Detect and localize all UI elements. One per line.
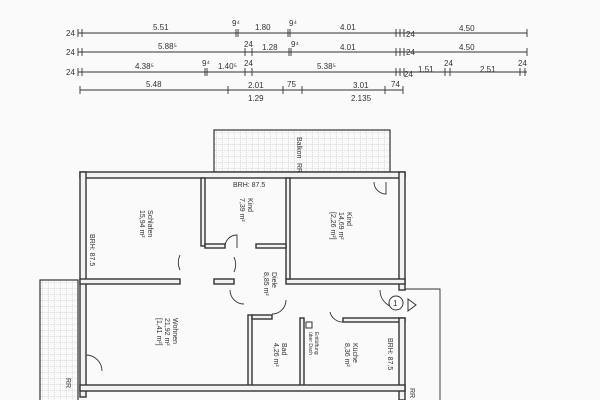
dim-label: 74 (391, 80, 400, 89)
svg-text:[2,26 m²]: [2,26 m²] (329, 212, 336, 240)
dim-label: 2.01 (248, 81, 264, 90)
dim-label: 4.01 (340, 43, 356, 52)
dim-label: 24 (66, 68, 75, 77)
dim-label: 2.135 (351, 94, 372, 103)
entrance-marker (388, 295, 404, 311)
entrance-number: 1 (393, 299, 398, 308)
svg-text:8,85 m²: 8,85 m² (262, 272, 269, 296)
dim-label: 4.50 (459, 43, 475, 52)
dim-label: 24 (444, 59, 453, 68)
dimension-lines (77, 29, 528, 94)
dim-label: 9⁴ (291, 40, 299, 49)
svg-text:Schlafen: Schlafen (146, 210, 153, 237)
dim-label: 24 (406, 48, 415, 57)
svg-text:RR: RR (295, 163, 302, 173)
svg-text:Diele: Diele (270, 272, 277, 288)
dim-label: 1.80 (255, 23, 271, 32)
dim-label: 24 (244, 40, 253, 49)
dim-label: 24 (406, 30, 415, 39)
svg-text:Bad: Bad (280, 343, 287, 356)
svg-text:Küche: Küche (351, 343, 358, 363)
svg-text:[1,41 m²]: [1,41 m²] (155, 318, 162, 346)
brh-right-label: BRH: 87.5 (386, 338, 393, 370)
dim-label: 24 (404, 70, 413, 79)
dim-label: 24 (244, 59, 253, 68)
dim-label: 24 (66, 29, 75, 38)
balcony-left (39, 279, 79, 400)
room-balkon: Balkon RR (295, 137, 302, 173)
dim-label: 5.38⁵ (317, 62, 336, 71)
vent-shaft-icon (305, 321, 313, 329)
dim-label: 4.01 (340, 23, 356, 32)
entrance-arrow-icon (407, 298, 417, 312)
dim-label: 24 (66, 48, 75, 57)
svg-text:14,69 m²: 14,69 m² (337, 212, 344, 240)
svg-text:7,39 m²: 7,39 m² (238, 198, 245, 222)
dim-label: 9⁴ (289, 19, 297, 28)
door-swings (85, 181, 387, 372)
dim-label: 5.48 (146, 80, 162, 89)
svg-text:4,26 m²: 4,26 m² (272, 343, 279, 367)
brh-left-label: BRH: 87.5 (88, 234, 95, 266)
svg-text:21,92 m²: 21,92 m² (163, 318, 170, 346)
room-schlafen: Schlafen 15,94 m² (138, 210, 153, 238)
dim-label: 1.28 (262, 43, 278, 52)
dim-label: 5.51 (153, 23, 169, 32)
svg-text:über Dach: über Dach (307, 332, 313, 355)
dim-label: 1.40⁵ (218, 62, 237, 71)
dim-label: 4.50 (459, 24, 475, 33)
rr-bottom-left-label: RR (64, 378, 71, 388)
room-kind-small: Kind 7,39 m² (238, 198, 253, 222)
svg-text:Balkon: Balkon (295, 137, 302, 159)
svg-text:8,36 m²: 8,36 m² (343, 343, 350, 367)
dim-label: 5.88⁵ (158, 42, 177, 51)
dim-label: 75 (287, 80, 296, 89)
walls (79, 171, 441, 400)
dim-label: 4.38⁵ (135, 62, 154, 71)
dim-label: 1.51 (418, 65, 434, 74)
room-diele: Diele 8,85 m² (262, 272, 277, 296)
room-wohnen: Wohnen 21,92 m² [1,41 m²] (155, 318, 178, 346)
room-entlueftung: Entlüftung über Dach (307, 332, 319, 355)
brh-top-label: BRH: 87.5 (233, 182, 265, 189)
svg-text:Kind: Kind (345, 212, 352, 226)
dim-label: 9⁴ (232, 19, 240, 28)
svg-text:15,94 m²: 15,94 m² (138, 210, 145, 238)
dim-label: 24 (518, 59, 527, 68)
svg-text:Entlüftung: Entlüftung (313, 332, 319, 355)
dim-label: 3.01 (353, 81, 369, 90)
room-kueche: Küche 8,36 m² (343, 343, 358, 367)
dim-label: 9⁴ (202, 59, 210, 68)
dim-label: 2.51 (480, 65, 496, 74)
dim-label: 1.29 (248, 94, 264, 103)
svg-text:Wohnen: Wohnen (171, 318, 178, 344)
rr-bottom-right-label: RR (408, 388, 415, 398)
room-bad: Bad 4,26 m² (272, 343, 287, 367)
dimension-labels: 24 5.51 9⁴ 1.80 9⁴ 4.01 24 4.50 24 5.88⁵… (66, 19, 527, 103)
room-kind-large: Kind 14,69 m² [2,26 m²] (329, 212, 352, 240)
svg-text:Kind: Kind (246, 198, 253, 212)
